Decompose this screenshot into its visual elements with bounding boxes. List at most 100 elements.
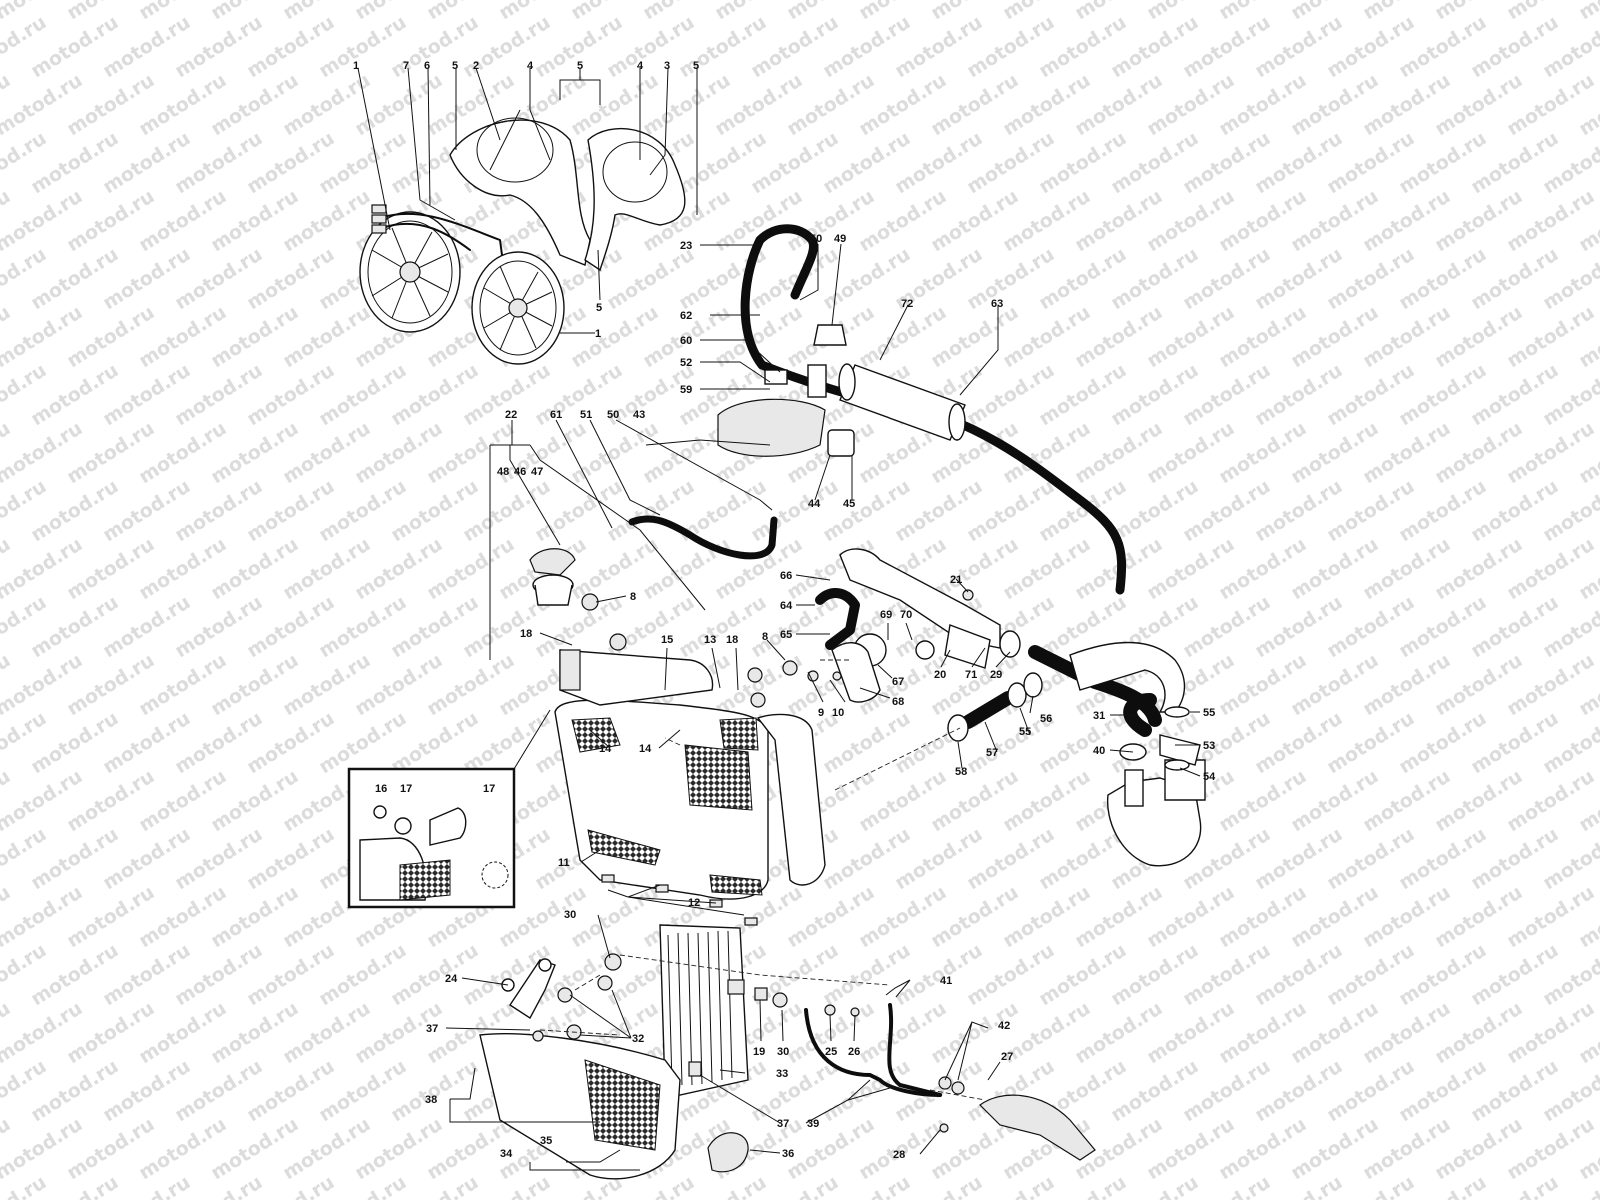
callout-5: 5 <box>577 60 583 72</box>
callout-30: 30 <box>777 1046 789 1058</box>
callout-65: 65 <box>780 629 792 641</box>
callout-5: 5 <box>452 60 458 72</box>
callout-57: 57 <box>986 747 998 759</box>
elbow-65 <box>831 642 881 703</box>
hose-upper-long <box>740 224 1127 595</box>
callout-1: 1 <box>595 328 601 340</box>
callout-64: 64 <box>780 600 793 612</box>
callout-45: 45 <box>843 498 855 510</box>
callout-24: 24 <box>445 973 458 985</box>
callout-13: 13 <box>704 634 716 646</box>
callout-9: 9 <box>818 707 824 719</box>
callout-1: 1 <box>353 60 359 72</box>
callout-32: 32 <box>632 1033 644 1045</box>
callout-55: 55 <box>1019 726 1031 738</box>
callout-4: 4 <box>527 60 534 72</box>
callout-42: 42 <box>998 1020 1010 1032</box>
callout-49: 49 <box>834 233 846 245</box>
callout-50: 50 <box>810 233 822 245</box>
inset-detail-box <box>347 709 551 909</box>
callout-58: 58 <box>955 766 967 778</box>
oil-cooler <box>659 924 749 1096</box>
cooling-fan-right <box>471 251 565 365</box>
callout-8: 8 <box>762 631 768 643</box>
callout-19: 19 <box>753 1046 765 1058</box>
callout-51: 51 <box>580 409 592 421</box>
callout-14: 14 <box>639 743 652 755</box>
callout-16: 16 <box>375 783 387 795</box>
callout-37: 37 <box>777 1118 789 1130</box>
callout-43: 43 <box>633 409 645 421</box>
hose-56-upper <box>1069 641 1186 713</box>
deflector-36 <box>707 1132 749 1173</box>
parts-drawing <box>347 117 1206 1180</box>
expansion-tank <box>717 324 855 457</box>
callout-11: 11 <box>558 857 570 869</box>
callout-47: 47 <box>531 466 543 478</box>
callout-5: 5 <box>693 60 699 72</box>
callout-3: 3 <box>664 60 670 72</box>
callout-62: 62 <box>680 310 692 322</box>
callout-68: 68 <box>892 696 904 708</box>
callout-41: 41 <box>940 975 952 987</box>
watermark-text: motod.ru <box>1575 0 1600 24</box>
callout-31: 31 <box>1093 710 1105 722</box>
callout-4: 4 <box>637 60 644 72</box>
lower-fairing <box>479 1033 681 1180</box>
callout-34: 34 <box>500 1148 513 1160</box>
callout-18: 18 <box>726 634 738 646</box>
leader-lines <box>357 67 1201 1171</box>
callout-12: 12 <box>688 897 700 909</box>
callout-35: 35 <box>540 1135 552 1147</box>
callout-20: 20 <box>934 669 946 681</box>
callout-10: 10 <box>832 707 844 719</box>
callout-30: 30 <box>564 909 576 921</box>
callout-52: 52 <box>680 357 692 369</box>
hose-tank-return <box>628 515 778 560</box>
callout-37: 37 <box>426 1023 438 1035</box>
callout-7: 7 <box>403 60 409 72</box>
callout-53: 53 <box>1203 740 1215 752</box>
callout-48: 48 <box>497 466 509 478</box>
callout-8: 8 <box>630 591 636 603</box>
callout-55: 55 <box>1203 707 1215 719</box>
callout-17: 17 <box>483 783 495 795</box>
callout-39: 39 <box>807 1118 819 1130</box>
callout-60: 60 <box>680 335 692 347</box>
callout-44: 44 <box>808 498 821 510</box>
small-fasteners <box>532 589 974 1133</box>
callout-17: 17 <box>400 783 412 795</box>
callout-50: 50 <box>607 409 619 421</box>
callout-15: 15 <box>661 634 673 646</box>
callout-69: 69 <box>880 609 892 621</box>
callout-70: 70 <box>900 609 912 621</box>
fan-wiring <box>371 204 503 256</box>
callout-56: 56 <box>1040 713 1052 725</box>
callout-21: 21 <box>950 574 962 586</box>
hose-sleeve-72 <box>838 363 966 441</box>
callout-labels: 1 7 6 5 2 4 5 4 3 5 5 1 23 62 60 52 59 5… <box>353 60 1216 1161</box>
callout-59: 59 <box>680 384 692 396</box>
cooling-fan-left <box>359 211 461 333</box>
callout-5: 5 <box>596 302 602 314</box>
callout-67: 67 <box>892 676 904 688</box>
callout-54: 54 <box>1203 771 1216 783</box>
callout-27: 27 <box>1001 1051 1013 1063</box>
hose-57 <box>961 691 1015 729</box>
fan-bracket-right <box>584 128 686 272</box>
callout-29: 29 <box>990 669 1002 681</box>
callout-36: 36 <box>782 1148 794 1160</box>
callout-26: 26 <box>848 1046 860 1058</box>
callout-23: 23 <box>680 240 692 252</box>
callout-66: 66 <box>780 570 792 582</box>
callout-40: 40 <box>1093 745 1105 757</box>
hose-66 <box>815 588 860 650</box>
water-pump <box>1106 734 1206 867</box>
engine-mount-27 <box>979 1094 1096 1161</box>
callout-72: 72 <box>901 298 913 310</box>
callout-25: 25 <box>825 1046 837 1058</box>
callout-63: 63 <box>991 298 1003 310</box>
callout-33: 33 <box>776 1068 788 1080</box>
